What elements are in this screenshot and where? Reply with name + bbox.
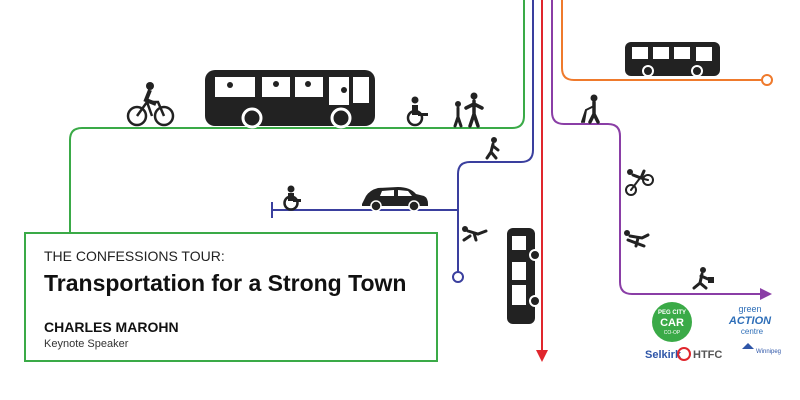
green-action-logo-line3: centre	[741, 327, 764, 336]
selkirk-logo: Selkirk	[645, 349, 682, 361]
title-box: THE CONFESSIONS TOUR: Transportation for…	[24, 232, 438, 362]
green-route-line	[69, 0, 525, 232]
winnipeg-logo: Winnipeg	[742, 343, 781, 355]
green-action-logo-line1: green	[738, 304, 761, 314]
wheelchair-icon	[406, 96, 428, 127]
car-icon	[362, 187, 428, 212]
peg-city-logo-line1: PEG CITY	[658, 310, 686, 316]
bus-icon	[205, 70, 375, 129]
orange-route-terminus	[761, 74, 773, 86]
pedestrian-icon	[624, 230, 650, 248]
page-title: Transportation for a Strong Town	[44, 270, 407, 296]
cyclist-icon	[625, 169, 654, 196]
bus-icon	[625, 42, 720, 77]
peg-city-logo-line3: CO-OP	[664, 330, 681, 336]
skateboard-icon	[462, 226, 488, 242]
purple-route-line	[551, 0, 762, 295]
blue-route-line	[457, 0, 534, 272]
peg-city-logo-line2: CAR	[660, 317, 684, 329]
bicycle-icon	[126, 82, 175, 127]
family-walking-icon	[453, 92, 484, 128]
purple-route-arrow	[760, 288, 772, 300]
walker-icon	[581, 94, 600, 124]
green-action-logo-line2: ACTION	[728, 315, 772, 327]
red-route-arrow	[536, 350, 548, 362]
runner-icon	[692, 267, 714, 290]
bus-icon	[507, 228, 541, 324]
winnipeg-logo-text: Winnipeg	[756, 349, 781, 355]
tour-kicker: THE CONFESSIONS TOUR:	[44, 248, 225, 264]
speaker-role: Keynote Speaker	[44, 338, 129, 350]
peg-city-car-coop-logo: PEG CITY CAR CO-OP	[652, 302, 692, 342]
orange-route-line	[561, 0, 762, 81]
blue-route-terminus	[452, 271, 464, 283]
pedestrian-icon	[485, 137, 500, 160]
green-action-centre-logo: green ACTION centre	[728, 304, 772, 336]
htfc-logo-text: HTFC	[693, 349, 722, 361]
wheelchair-icon	[283, 185, 301, 211]
htfc-logo: HTFC	[677, 347, 722, 361]
speaker-name: CHARLES MAROHN	[44, 319, 179, 335]
